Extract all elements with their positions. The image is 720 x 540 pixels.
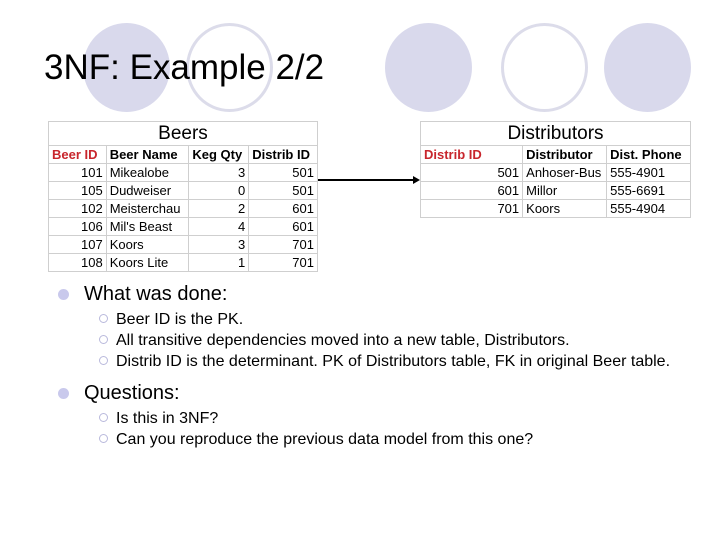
cell: 555-6691 (606, 181, 691, 200)
cell: Koors Lite (105, 253, 190, 272)
decor-circle-2 (186, 23, 273, 112)
cell: 501 (248, 163, 318, 182)
sub-bullet: All transitive dependencies moved into a… (56, 331, 696, 350)
cell: 102 (48, 199, 107, 218)
sub-bullet: Can you reproduce the previous data mode… (56, 430, 696, 449)
cell: 601 (248, 199, 318, 218)
bullet-label: Questions: (84, 382, 180, 404)
cell: 701 (248, 253, 318, 272)
cell: Mil's Beast (105, 217, 190, 236)
cell: 105 (48, 181, 107, 200)
bullet-what-was-done: What was done: (56, 280, 696, 308)
sub-bullet-text: Is this in 3NF? (116, 410, 219, 427)
beers-table: Beers Beer ID Beer Name Keg Qty Distrib … (48, 121, 318, 272)
cell: 501 (248, 181, 318, 200)
hollow-bullet-icon (99, 335, 108, 344)
cell: 701 (248, 235, 318, 254)
column-header-pk: Distrib ID (419, 145, 524, 164)
cell: 701 (419, 199, 524, 218)
cell: 101 (48, 163, 107, 182)
sub-bullet-text: Can you reproduce the previous data mode… (116, 431, 534, 448)
cell: 4 (188, 217, 250, 236)
bullet-questions: Questions: (56, 379, 696, 407)
cell: 501 (419, 163, 524, 182)
cell: Koors (522, 199, 608, 218)
hollow-bullet-icon (99, 434, 108, 443)
table-row: 108 Koors Lite 1 701 (48, 253, 318, 272)
cell: 3 (188, 163, 250, 182)
sub-bullet: Beer ID is the PK. (56, 310, 696, 329)
distributors-table: Distributors Distrib ID Distributor Dist… (419, 121, 691, 218)
cell: 555-4901 (606, 163, 691, 182)
decor-circle-5 (604, 23, 691, 112)
decor-circle-1 (83, 23, 170, 112)
cell: 1 (188, 253, 250, 272)
table-row: 105 Dudweiser 0 501 (48, 181, 318, 200)
table-row: 701 Koors 555-4904 (419, 199, 691, 218)
filled-bullet-icon (58, 388, 69, 399)
table-row: 102 Meisterchau 2 601 (48, 199, 318, 218)
sub-bullet: Distrib ID is the determinant. PK of Dis… (56, 352, 696, 371)
table-row: 101 Mikealobe 3 501 (48, 163, 318, 182)
cell: Millor (522, 181, 608, 200)
cell: Meisterchau (105, 199, 190, 218)
cell: 2 (188, 199, 250, 218)
cell: 555-4904 (606, 199, 691, 218)
hollow-bullet-icon (99, 413, 108, 422)
sub-bullet: Is this in 3NF? (56, 409, 696, 428)
decor-circle-4 (501, 23, 588, 112)
column-header: Distrib ID (248, 145, 318, 164)
cell: 107 (48, 235, 107, 254)
bullet-list: What was done: Beer ID is the PK. All tr… (56, 280, 696, 449)
cell: Koors (105, 235, 190, 254)
cell: 601 (248, 217, 318, 236)
slide-title: 3NF: Example 2/2 (44, 48, 325, 87)
cell: 106 (48, 217, 107, 236)
table-caption: Beers (48, 121, 318, 146)
column-header: Keg Qty (188, 145, 250, 164)
column-header: Distributor (522, 145, 608, 164)
column-header-pk: Beer ID (48, 145, 107, 164)
hollow-bullet-icon (99, 356, 108, 365)
hollow-bullet-icon (99, 314, 108, 323)
cell: 601 (419, 181, 524, 200)
decor-circle-3 (385, 23, 472, 112)
table-row: 501 Anhoser-Bus 555-4901 (419, 163, 691, 182)
column-header: Beer Name (105, 145, 190, 164)
table-row: 106 Mil's Beast 4 601 (48, 217, 318, 236)
filled-bullet-icon (58, 289, 69, 300)
cell: 0 (188, 181, 250, 200)
cell: Anhoser-Bus (522, 163, 608, 182)
cell: 108 (48, 253, 107, 272)
column-header: Dist. Phone (606, 145, 691, 164)
table-caption: Distributors (420, 121, 691, 146)
table-row: 107 Koors 3 701 (48, 235, 318, 254)
header-row: Beer ID Beer Name Keg Qty Distrib ID (48, 145, 318, 164)
cell: Dudweiser (105, 181, 190, 200)
cell: Mikealobe (105, 163, 190, 182)
sub-bullet-text: All transitive dependencies moved into a… (116, 332, 570, 349)
header-row: Distrib ID Distributor Dist. Phone (419, 145, 691, 164)
sub-bullet-text: Distrib ID is the determinant. PK of Dis… (116, 353, 671, 370)
foreign-key-arrow-icon (318, 176, 420, 184)
bullet-label: What was done: (84, 283, 228, 305)
table-row: 601 Millor 555-6691 (419, 181, 691, 200)
sub-bullet-text: Beer ID is the PK. (116, 311, 244, 328)
cell: 3 (188, 235, 250, 254)
